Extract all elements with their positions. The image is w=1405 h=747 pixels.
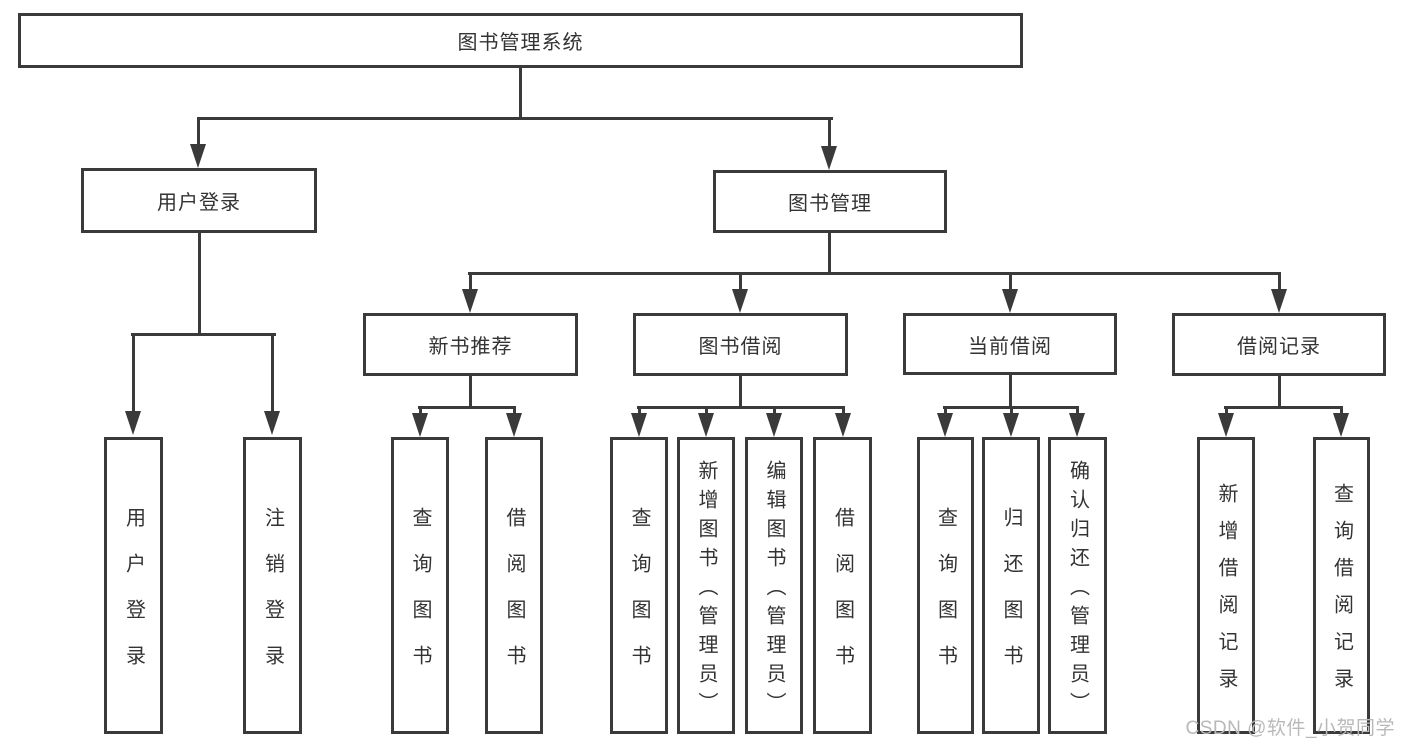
arrow-down-icon <box>1218 413 1234 437</box>
leaf-return-books: 归还图书 <box>982 437 1040 734</box>
connector-line <box>132 333 135 413</box>
connector-line <box>739 374 742 408</box>
arrow-down-icon <box>190 144 206 168</box>
leaf-add-borrow-record: 新增借阅记录 <box>1197 437 1255 734</box>
node-root: 图书管理系统 <box>18 13 1023 68</box>
leaf-logout: 注销登录 <box>243 437 302 734</box>
leaf-confirm-return-admin: 确认归还（管理员） <box>1048 437 1107 734</box>
arrow-down-icon <box>835 413 851 437</box>
leaf-add-books-admin: 新增图书（管理员） <box>677 437 735 734</box>
connector-line <box>519 67 522 119</box>
connector-line <box>1224 406 1343 409</box>
node-user-login: 用户登录 <box>81 168 317 233</box>
arrow-down-icon <box>937 413 953 437</box>
arrow-down-icon <box>506 413 522 437</box>
leaf-borrow-books: 借阅图书 <box>813 437 872 734</box>
leaf-query-books: 查询图书 <box>610 437 668 734</box>
arrow-down-icon <box>1069 413 1085 437</box>
arrow-down-icon <box>125 411 141 435</box>
connector-line <box>828 117 831 147</box>
arrow-down-icon <box>264 411 280 435</box>
node-book-management: 图书管理 <box>713 170 947 233</box>
arrow-down-icon <box>631 413 647 437</box>
arrow-down-icon <box>766 413 782 437</box>
node-borrow-records: 借阅记录 <box>1172 313 1386 376</box>
connector-line <box>1278 272 1281 291</box>
connector-line <box>1009 272 1012 291</box>
connector-line <box>1009 374 1012 408</box>
connector-line <box>944 406 947 416</box>
connector-line <box>419 406 422 416</box>
connector-line <box>513 406 516 416</box>
connector-line <box>197 117 833 120</box>
leaf-query-books: 查询图书 <box>917 437 974 734</box>
arrow-down-icon <box>821 146 837 170</box>
node-current-borrow: 当前借阅 <box>903 313 1117 375</box>
connector-line <box>1076 406 1079 416</box>
connector-line <box>131 333 276 336</box>
connector-line <box>828 231 831 275</box>
connector-line <box>637 406 845 409</box>
leaf-user-login: 用户登录 <box>104 437 163 734</box>
leaf-borrow-books: 借阅图书 <box>485 437 543 734</box>
arrow-down-icon <box>412 413 428 437</box>
arrow-down-icon <box>698 413 714 437</box>
connector-line <box>197 117 200 147</box>
connector-line <box>469 272 472 291</box>
connector-line <box>418 406 516 409</box>
connector-line <box>198 231 201 335</box>
connector-line <box>773 406 776 416</box>
connector-line <box>739 272 742 291</box>
connector-line <box>1340 406 1343 416</box>
arrow-down-icon <box>732 289 748 313</box>
leaf-edit-books-admin: 编辑图书（管理员） <box>745 437 803 734</box>
connector-line <box>1278 374 1281 408</box>
connector-line <box>1225 406 1228 416</box>
connector-line <box>842 406 845 416</box>
leaf-query-books: 查询图书 <box>391 437 449 734</box>
connector-line <box>469 374 472 408</box>
connector-line <box>638 406 641 416</box>
arrow-down-icon <box>1002 289 1018 313</box>
node-book-borrow: 图书借阅 <box>633 313 848 376</box>
connector-line <box>271 333 274 413</box>
leaf-query-borrow-record: 查询借阅记录 <box>1313 437 1370 734</box>
arrow-down-icon <box>1333 413 1349 437</box>
watermark-text: CSDN @软件_小贺同学 <box>1185 718 1395 739</box>
connector-line <box>705 406 708 416</box>
arrow-down-icon <box>1271 289 1287 313</box>
node-new-book-recommend: 新书推荐 <box>363 313 578 376</box>
connector-line <box>1010 406 1013 416</box>
arrow-down-icon <box>462 289 478 313</box>
arrow-down-icon <box>1003 413 1019 437</box>
connector-line <box>468 272 1281 275</box>
